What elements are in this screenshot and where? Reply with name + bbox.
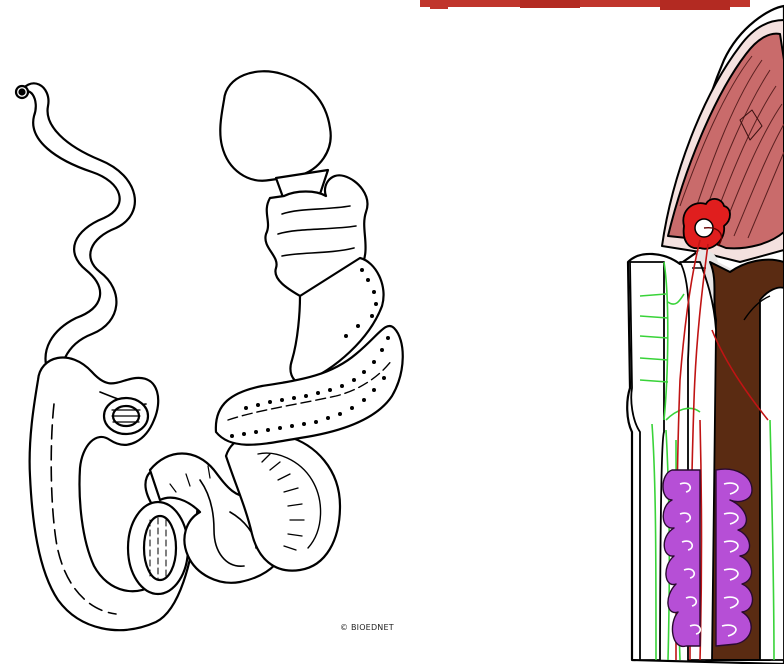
section-diagram xyxy=(627,6,784,664)
copyright-credit: © BIOEDNET xyxy=(0,623,784,637)
head-cap xyxy=(220,71,330,180)
slender-tube xyxy=(18,83,135,392)
credit-text: © BIOEDNET xyxy=(340,623,394,632)
cropped-title-fragment xyxy=(420,0,750,10)
intestine-drawing xyxy=(16,71,403,630)
